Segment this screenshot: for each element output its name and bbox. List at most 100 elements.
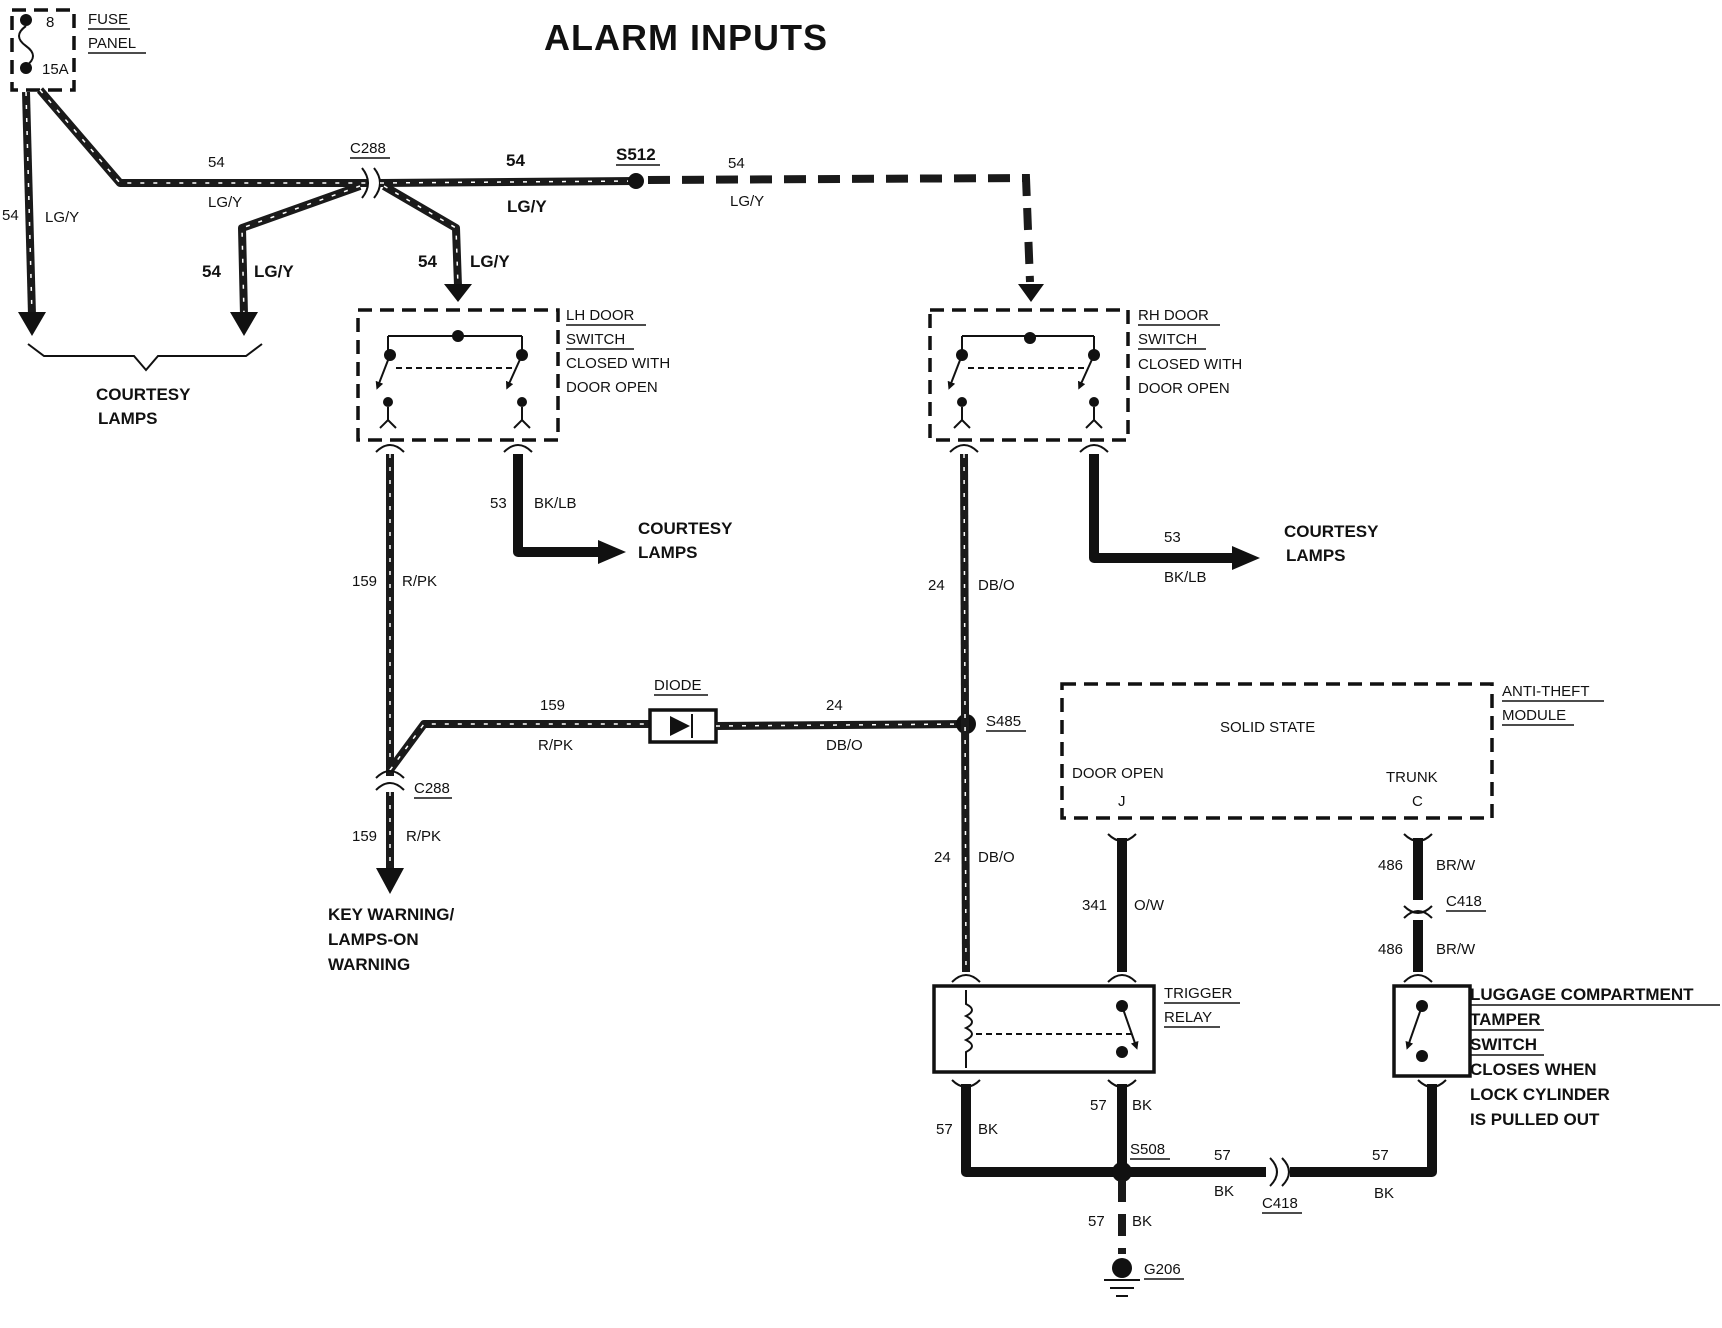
w53-lh-num: 53 bbox=[490, 495, 507, 512]
trigger-relay-label-2: RELAY bbox=[1164, 1009, 1212, 1026]
trigger-relay-label-1: TRIGGER bbox=[1164, 985, 1233, 1002]
lh-door-label-1: LH DOOR bbox=[566, 307, 635, 324]
w24-lower-color: DB/O bbox=[978, 849, 1015, 866]
rh-door-label-1: RH DOOR bbox=[1138, 307, 1209, 324]
wire-54-s512-to-rh-door bbox=[647, 173, 1044, 302]
w54-top3-color: LG/Y bbox=[730, 193, 764, 210]
w54-left-num: 54 bbox=[2, 207, 19, 224]
w159-lower-num: 159 bbox=[352, 828, 377, 845]
w341-color: O/W bbox=[1134, 897, 1165, 914]
wire-54-c288-to-lh-door bbox=[381, 182, 472, 302]
c288-bottom-connector bbox=[375, 770, 405, 791]
c288-bottom-label: C288 bbox=[414, 780, 450, 797]
wire-54-left bbox=[18, 91, 46, 336]
lh-door-label-2: SWITCH bbox=[566, 331, 625, 348]
w54-top2-num: 54 bbox=[506, 151, 525, 170]
w54-top1-num: 54 bbox=[208, 154, 225, 171]
w54-branch-color: LG/Y bbox=[254, 262, 294, 281]
w54-top1-color: LG/Y bbox=[208, 194, 242, 211]
wire-159-to-diode bbox=[386, 720, 650, 773]
s485-label: S485 bbox=[986, 713, 1021, 730]
wire-341 bbox=[1107, 833, 1137, 983]
courtesy-lamps-rh-2: LAMPS bbox=[1286, 546, 1346, 565]
luggage-label-1: LUGGAGE COMPARTMENT bbox=[1470, 985, 1694, 1004]
key-warning-2: LAMPS-ON bbox=[328, 930, 419, 949]
w57-mid-color: BK bbox=[1214, 1183, 1234, 1200]
diode-symbol bbox=[648, 708, 718, 744]
lh-door-label-3: CLOSED WITH bbox=[566, 355, 670, 372]
wire-54-c288-to-s512 bbox=[379, 173, 644, 189]
courtesy-lamps-lh-2: LAMPS bbox=[638, 543, 698, 562]
c288-top-label: C288 bbox=[350, 140, 386, 157]
wire-53-rh bbox=[1079, 444, 1260, 570]
courtesy-lamps-left-1: COURTESY bbox=[96, 385, 191, 404]
w486-upper-color: BR/W bbox=[1436, 857, 1476, 874]
w57-mid-num: 57 bbox=[1214, 1147, 1231, 1164]
trunk-label: TRUNK bbox=[1386, 769, 1438, 786]
fuse-panel-label-2: PANEL bbox=[88, 35, 136, 52]
rh-door-label-4: DOOR OPEN bbox=[1138, 380, 1230, 397]
door-open-pin: J bbox=[1118, 793, 1126, 810]
trigger-relay bbox=[932, 984, 1156, 1074]
w24-lower-num: 24 bbox=[934, 849, 951, 866]
w57-relay-right-num: 57 bbox=[1090, 1097, 1107, 1114]
w53-rh-color: BK/LB bbox=[1164, 569, 1207, 586]
w159-upper-color: R/PK bbox=[402, 573, 437, 590]
w54-top2-color: LG/Y bbox=[507, 197, 547, 216]
w57-right-color: BK bbox=[1374, 1185, 1394, 1202]
w159-lower-color: R/PK bbox=[406, 828, 441, 845]
rh-door-label-3: CLOSED WITH bbox=[1138, 356, 1242, 373]
solid-state-label: SOLID STATE bbox=[1220, 719, 1315, 736]
wire-159-lower bbox=[376, 792, 404, 894]
trunk-pin: C bbox=[1412, 793, 1423, 810]
w159-diode-num: 159 bbox=[540, 697, 565, 714]
w341-num: 341 bbox=[1082, 897, 1107, 914]
w57-ground-num: 57 bbox=[1088, 1213, 1105, 1230]
w54-left-color: LG/Y bbox=[45, 209, 79, 226]
diagram-title: ALARM INPUTS bbox=[544, 17, 828, 58]
c418-right-label: C418 bbox=[1446, 893, 1482, 910]
lh-door-label-4: DOOR OPEN bbox=[566, 379, 658, 396]
s512-label: S512 bbox=[616, 145, 656, 164]
luggage-label-2: TAMPER bbox=[1470, 1010, 1541, 1029]
wire-159-upper bbox=[375, 444, 405, 776]
w54-branch-num: 54 bbox=[202, 262, 221, 281]
w53-rh-num: 53 bbox=[1164, 529, 1181, 546]
w24-diode-color: DB/O bbox=[826, 737, 863, 754]
luggage-label-4: CLOSES WHEN bbox=[1470, 1060, 1597, 1079]
fuse-panel-label-1: FUSE bbox=[88, 11, 128, 28]
anti-theft-label-1: ANTI-THEFT bbox=[1502, 683, 1590, 700]
wire-54-fuse-to-c288 bbox=[36, 87, 368, 187]
w159-upper-num: 159 bbox=[352, 573, 377, 590]
courtesy-lamps-lh-1: COURTESY bbox=[638, 519, 733, 538]
diode-label: DIODE bbox=[654, 677, 702, 694]
w486-lower-color: BR/W bbox=[1436, 941, 1476, 958]
key-warning-1: KEY WARNING/ bbox=[328, 905, 455, 924]
w486-lower-num: 486 bbox=[1378, 941, 1403, 958]
anti-theft-module bbox=[1060, 682, 1494, 820]
luggage-label-6: IS PULLED OUT bbox=[1470, 1110, 1600, 1129]
fuse-rating: 15A bbox=[42, 61, 69, 78]
rh-door-switch bbox=[928, 308, 1130, 442]
door-open-label: DOOR OPEN bbox=[1072, 765, 1164, 782]
courtesy-lamps-bracket bbox=[27, 343, 263, 372]
w53-lh-color: BK/LB bbox=[534, 495, 577, 512]
w57-relay-left-num: 57 bbox=[936, 1121, 953, 1138]
key-warning-3: WARNING bbox=[328, 955, 410, 974]
courtesy-lamps-rh-1: COURTESY bbox=[1284, 522, 1379, 541]
rh-door-label-2: SWITCH bbox=[1138, 331, 1197, 348]
w54-top3-num: 54 bbox=[728, 155, 745, 172]
courtesy-lamps-left-2: LAMPS bbox=[98, 409, 158, 428]
wire-486 bbox=[1403, 833, 1433, 983]
w24-upper-num: 24 bbox=[928, 577, 945, 594]
s508-label: S508 bbox=[1130, 1141, 1165, 1158]
wire-24-vertical bbox=[949, 444, 981, 983]
luggage-tamper-switch bbox=[1392, 984, 1472, 1078]
w57-relay-right-color: BK bbox=[1132, 1097, 1152, 1114]
anti-theft-label-2: MODULE bbox=[1502, 707, 1566, 724]
wire-53-lh bbox=[503, 444, 626, 564]
w486-upper-num: 486 bbox=[1378, 857, 1403, 874]
c418-bottom-label: C418 bbox=[1262, 1195, 1298, 1212]
wire-57-ground-circuit bbox=[951, 1079, 1447, 1297]
